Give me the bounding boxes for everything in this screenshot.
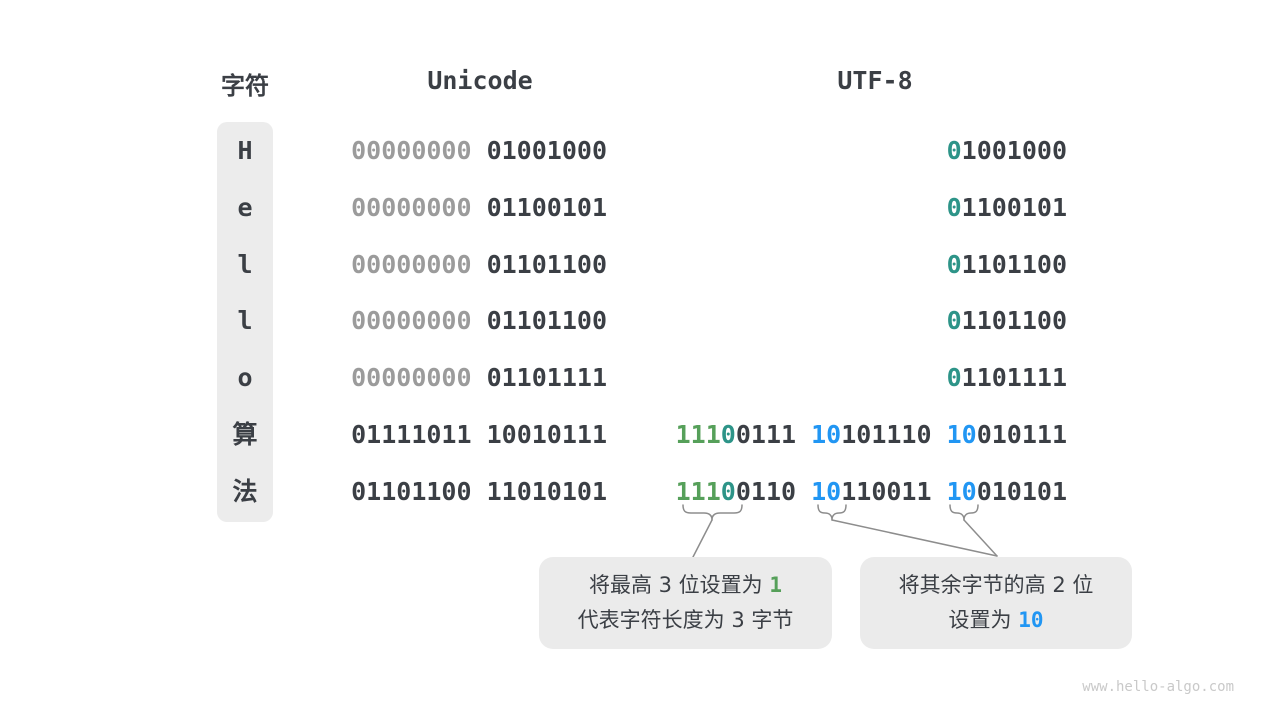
binary-segment: 00000000	[351, 363, 472, 392]
binary-segment: 00000000	[351, 249, 472, 279]
binary-segment: 00000000	[351, 192, 472, 222]
watermark: www.hello-algo.com	[1082, 679, 1234, 695]
character-cell: o	[237, 363, 253, 392]
callout-segment: 设置为	[948, 608, 1019, 632]
binary-segment: 111	[675, 476, 721, 506]
utf8-binary-cell: 01100101	[675, 192, 1067, 222]
callout-line: 代表字符长度为 3 字节	[578, 603, 794, 638]
binary-segment: 1101100	[961, 249, 1067, 279]
character-cell: l	[237, 249, 253, 279]
binary-segment: 0	[720, 476, 736, 506]
character-cell: 算	[232, 419, 258, 449]
utf8-binary-cell: 11100110 10110011 10010101	[675, 476, 1067, 506]
unicode-binary-cell: 01111011 10010111	[351, 419, 607, 449]
binary-segment: 10	[811, 476, 842, 506]
callout-segment: 将最高 3 位设置为	[588, 573, 770, 597]
unicode-binary-cell: 01101100 11010101	[351, 476, 607, 506]
binary-segment: 0	[946, 192, 962, 222]
binary-segment: 110011	[841, 476, 947, 506]
pointer-line-continuation-1	[831, 519, 998, 557]
binary-segment: 0111	[735, 419, 812, 449]
binary-segment: 0	[946, 306, 962, 336]
binary-segment: 10	[946, 476, 977, 506]
binary-segment: 0	[946, 249, 962, 279]
binary-segment: 01101100 11010101	[351, 476, 607, 506]
binary-segment: 1100101	[961, 192, 1067, 222]
underbrace-prefix-1110	[682, 504, 743, 521]
character-cell: e	[237, 192, 253, 222]
binary-segment: 10	[811, 419, 842, 449]
callout-segment: 1	[769, 573, 783, 597]
callout-continuation-bits-rule: 将其余字节的高 2 位设置为 10	[860, 557, 1132, 649]
binary-segment: 0	[946, 136, 962, 165]
callout-line: 将最高 3 位设置为 1	[589, 568, 782, 603]
unicode-binary-cell: 00000000 01001000	[351, 137, 607, 165]
character-cell: H	[237, 136, 253, 165]
unicode-binary-cell: 00000000 01101100	[351, 307, 607, 335]
binary-segment: 0110	[735, 476, 812, 506]
unicode-binary-cell: 00000000 01100101	[351, 192, 607, 222]
unicode-binary-cell: 00000000 01101100	[351, 249, 607, 279]
binary-segment: 01101100	[471, 249, 607, 279]
column-header-character: 字符	[221, 72, 269, 100]
utf8-binary-cell: 01001000	[675, 137, 1067, 165]
binary-segment: 111	[675, 419, 721, 449]
underbrace-continuation-byte-1	[817, 504, 847, 521]
binary-segment: 01101100	[471, 306, 607, 336]
callout-high-bits-rule: 将最高 3 位设置为 1 代表字符长度为 3 字节	[539, 557, 832, 649]
binary-segment: 010111	[976, 419, 1067, 449]
character-cell: 法	[232, 476, 258, 506]
binary-segment: 01100101	[471, 192, 607, 222]
binary-segment: 010101	[976, 476, 1067, 506]
unicode-binary-cell: 00000000 01101111	[351, 364, 607, 392]
utf8-binary-cell: 01101100	[675, 307, 1067, 335]
binary-segment: 00000000	[351, 136, 472, 165]
utf8-binary-cell: 11100111 10101110 10010111	[675, 419, 1067, 449]
pointer-line-continuation-2	[963, 519, 998, 557]
underbrace-continuation-byte-2	[949, 504, 979, 521]
brace-annotations	[682, 504, 998, 558]
character-column-background	[217, 122, 273, 522]
binary-segment: 10	[946, 419, 977, 449]
binary-segment: 01111011 10010111	[351, 419, 607, 449]
binary-segment: 1101100	[961, 306, 1067, 336]
binary-segment: 101110	[841, 419, 947, 449]
binary-segment: 01001000	[471, 136, 607, 165]
binary-segment: 0	[720, 419, 736, 449]
utf8-binary-cell: 01101111	[675, 364, 1067, 392]
utf8-binary-cell: 01101100	[675, 249, 1067, 279]
callout-segment: 代表字符长度为 3 字节	[577, 608, 794, 632]
callout-line: 设置为 10	[949, 603, 1044, 638]
binary-segment: 1101111	[961, 363, 1067, 392]
binary-segment: 00000000	[351, 306, 472, 336]
character-cell: l	[237, 306, 253, 336]
column-header-unicode: Unicode	[427, 66, 533, 95]
callout-segment: 10	[1018, 608, 1044, 632]
binary-segment: 0	[946, 363, 962, 392]
callout-segment: 将其余字节的高 2 位	[898, 573, 1094, 597]
pointer-line-prefix	[692, 519, 713, 558]
binary-segment: 1001000	[961, 136, 1067, 165]
callout-line: 将其余字节的高 2 位	[899, 568, 1094, 603]
binary-segment: 01101111	[471, 363, 607, 392]
column-header-utf8: UTF-8	[837, 66, 913, 95]
